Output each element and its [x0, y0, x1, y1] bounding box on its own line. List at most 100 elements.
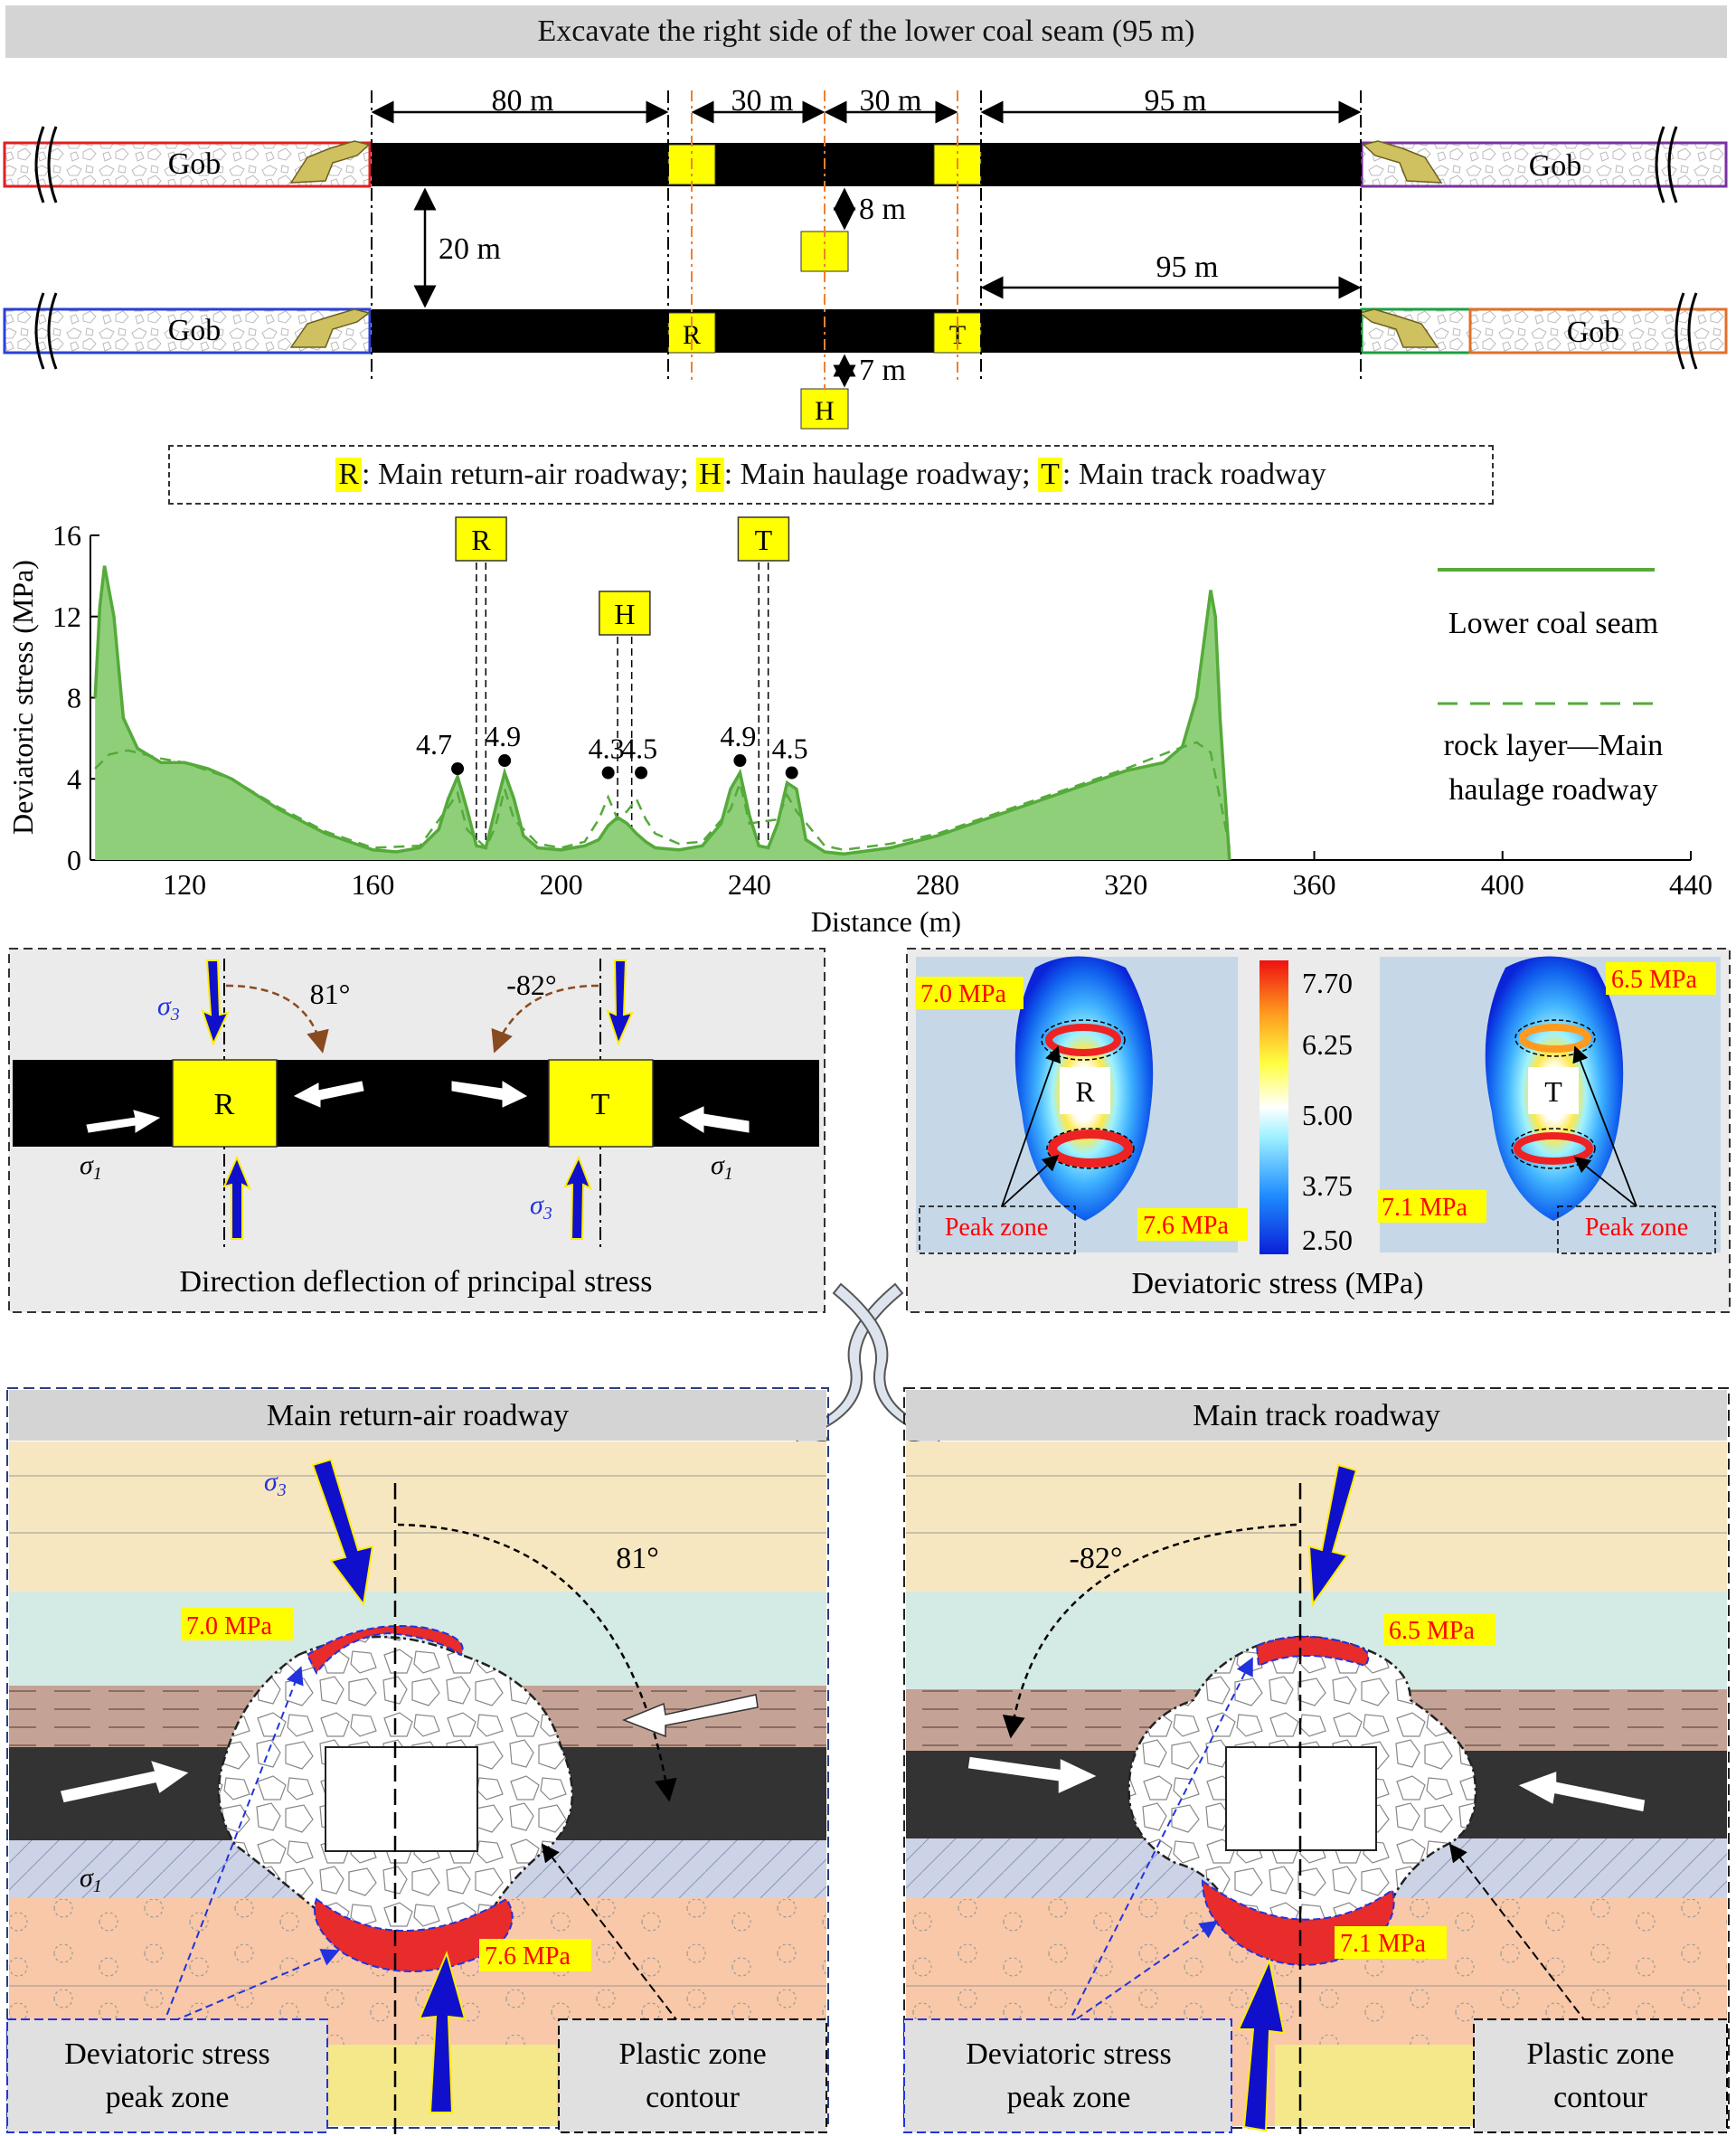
deviatoric-contour-panel: R T 7.70 6.25 5.00 3.75 2.50 7.0 MPa 7.6…	[906, 948, 1731, 1313]
dim-20: 20 m	[439, 232, 501, 266]
colorbar-tick-4: 2.50	[1302, 1224, 1353, 1256]
roadway-T-square	[548, 1059, 654, 1148]
badge-left-top	[915, 977, 1024, 1009]
colorbar-tick-3: 3.75	[1302, 1169, 1353, 1202]
peak-dash-R-bottom	[1046, 1128, 1135, 1169]
dim-95b: 95 m	[1156, 250, 1219, 284]
legend-key-h: H	[696, 458, 724, 492]
callout-contour-left-1: Plastic zone	[618, 2037, 766, 2071]
sigma1-label-right: σ1	[711, 1150, 733, 1184]
sigma1-arrow-R	[293, 1081, 364, 1108]
sigma3-arrow-T-top	[606, 959, 634, 1046]
peak-dash-R-top	[1041, 1019, 1126, 1061]
angle-label-R: 81°	[310, 978, 351, 1010]
sigma1-arrow-right	[678, 1106, 750, 1133]
principal-stress-panel: R T 81° -82° σ3 σ3 σ1 σ1 Direction defle…	[8, 948, 826, 1313]
return-air-title: Main return-air roadway	[267, 1399, 569, 1432]
gob-lower-right	[1468, 307, 1728, 354]
marker-label-T: T	[755, 524, 773, 556]
dim-95a: 95 m	[1145, 84, 1207, 118]
contour-opening-R	[1060, 1067, 1110, 1114]
dim-30b: 30 m	[860, 84, 922, 118]
sigma1-arrow-left-panel	[59, 1758, 192, 1804]
label-top-left-panel: 7.0 MPa	[186, 1612, 272, 1640]
callout-box-contour-left	[558, 2018, 827, 2133]
lower-coal-seam-line	[93, 565, 1231, 861]
peak-ring-T-bottom	[1514, 1132, 1593, 1165]
peak-ring-R-top	[1045, 1024, 1121, 1056]
angle-left: 81°	[616, 1542, 659, 1575]
peak-ring-R-bottom	[1048, 1129, 1133, 1167]
y-tick-label: 16	[52, 519, 81, 552]
dimension-arrows	[371, 100, 1362, 388]
legend-text-t: : Main track roadway	[1061, 458, 1326, 491]
angle-arc-right	[1002, 1523, 1297, 1739]
label-left-top: 7.0 MPa	[920, 980, 1006, 1008]
rock-layer-line	[94, 741, 1231, 852]
x-tick-label: 120	[163, 868, 206, 901]
x-axis-label: Distance (m)	[811, 905, 961, 938]
contour-caption: Deviatoric stress (MPa)	[1132, 1267, 1424, 1300]
colorbar-tick-2: 5.00	[1302, 1099, 1353, 1131]
contour-opening-T	[1528, 1067, 1579, 1114]
marker-box-R	[455, 516, 507, 562]
peak-zone-label-right: Peak zone	[1585, 1214, 1688, 1242]
x-tick-label: 160	[351, 868, 394, 901]
badge-left-bottom	[1137, 1208, 1248, 1241]
callout-contour-left-2: contour	[646, 2081, 741, 2114]
sigma1-arrow-right-panel	[621, 1694, 759, 1738]
roadway-H-label: H	[815, 396, 835, 426]
sigma1-arrow-right-panel-right	[1515, 1769, 1646, 1813]
contour-pointer-right	[1448, 1843, 1605, 2046]
sigma3-arrows	[201, 959, 634, 1240]
peak-zone-box-right	[1557, 1205, 1716, 1254]
colorbar-tick-1: 6.25	[1302, 1028, 1353, 1061]
legend-key-t: T	[1038, 458, 1062, 492]
track-frame	[903, 1387, 1730, 2129]
x-tick-label: 280	[916, 868, 959, 901]
sigma1-arrows	[86, 1081, 750, 1133]
peak-point-label: 4.9	[720, 720, 756, 752]
roadway-opening-left	[325, 1746, 478, 1852]
peak-point	[785, 766, 798, 780]
sigma3-arrow-R-bottom	[222, 1155, 251, 1240]
y-tick-label: 0	[67, 844, 81, 876]
y-tick-label: 12	[52, 600, 81, 633]
x-tick-label: 400	[1481, 868, 1524, 901]
roadway-markers: RHT	[455, 516, 790, 860]
angle-right: -82°	[1070, 1542, 1123, 1575]
callout-peak-right-1: Deviatoric stress	[966, 2037, 1172, 2071]
gob-label-ur: Gob	[1529, 149, 1582, 183]
label-bottom-right-panel: 7.1 MPa	[1340, 1930, 1426, 1958]
roadway-R-square	[172, 1059, 278, 1148]
square-T-label: T	[591, 1088, 610, 1121]
peak-pointers-left	[162, 1666, 340, 2027]
angle-arc-T	[491, 984, 599, 1054]
peak-pointers-right	[1066, 1657, 1253, 2027]
dim-7: 7 m	[859, 354, 906, 387]
peak-point	[498, 754, 512, 768]
peak-zone-pointers	[1001, 1045, 1637, 1207]
marker-box-T	[737, 516, 790, 562]
legend-dashed-label-1: rock layer—Main	[1444, 729, 1664, 762]
peak-point-label: 4.5	[772, 732, 808, 765]
layer-sandstone	[9, 1441, 826, 1592]
label-bottom-left-panel: 7.6 MPa	[485, 1942, 571, 1971]
peak-dash-T-bottom	[1511, 1128, 1596, 1169]
layer-yellow-patch-r	[1275, 2045, 1474, 2126]
contour-pointer-left	[541, 1843, 697, 2046]
callout-peak-left-1: Deviatoric stress	[64, 2037, 270, 2071]
sigma3-label-T: σ3	[530, 1190, 552, 1224]
track-section: Main track roadway -82° 6.5 MPa 7.1 MPa	[903, 1387, 1730, 2134]
track-title: Main track roadway	[1193, 1399, 1440, 1432]
peak-point-label: 4.9	[485, 720, 521, 752]
legend-text-h: : Main haulage roadway;	[723, 458, 1031, 491]
orange-guide-lines	[691, 90, 958, 389]
callout-box-peak-left	[6, 2018, 328, 2133]
shearer-icons	[289, 140, 1443, 348]
sigma3-arrow-R-top	[201, 959, 230, 1046]
